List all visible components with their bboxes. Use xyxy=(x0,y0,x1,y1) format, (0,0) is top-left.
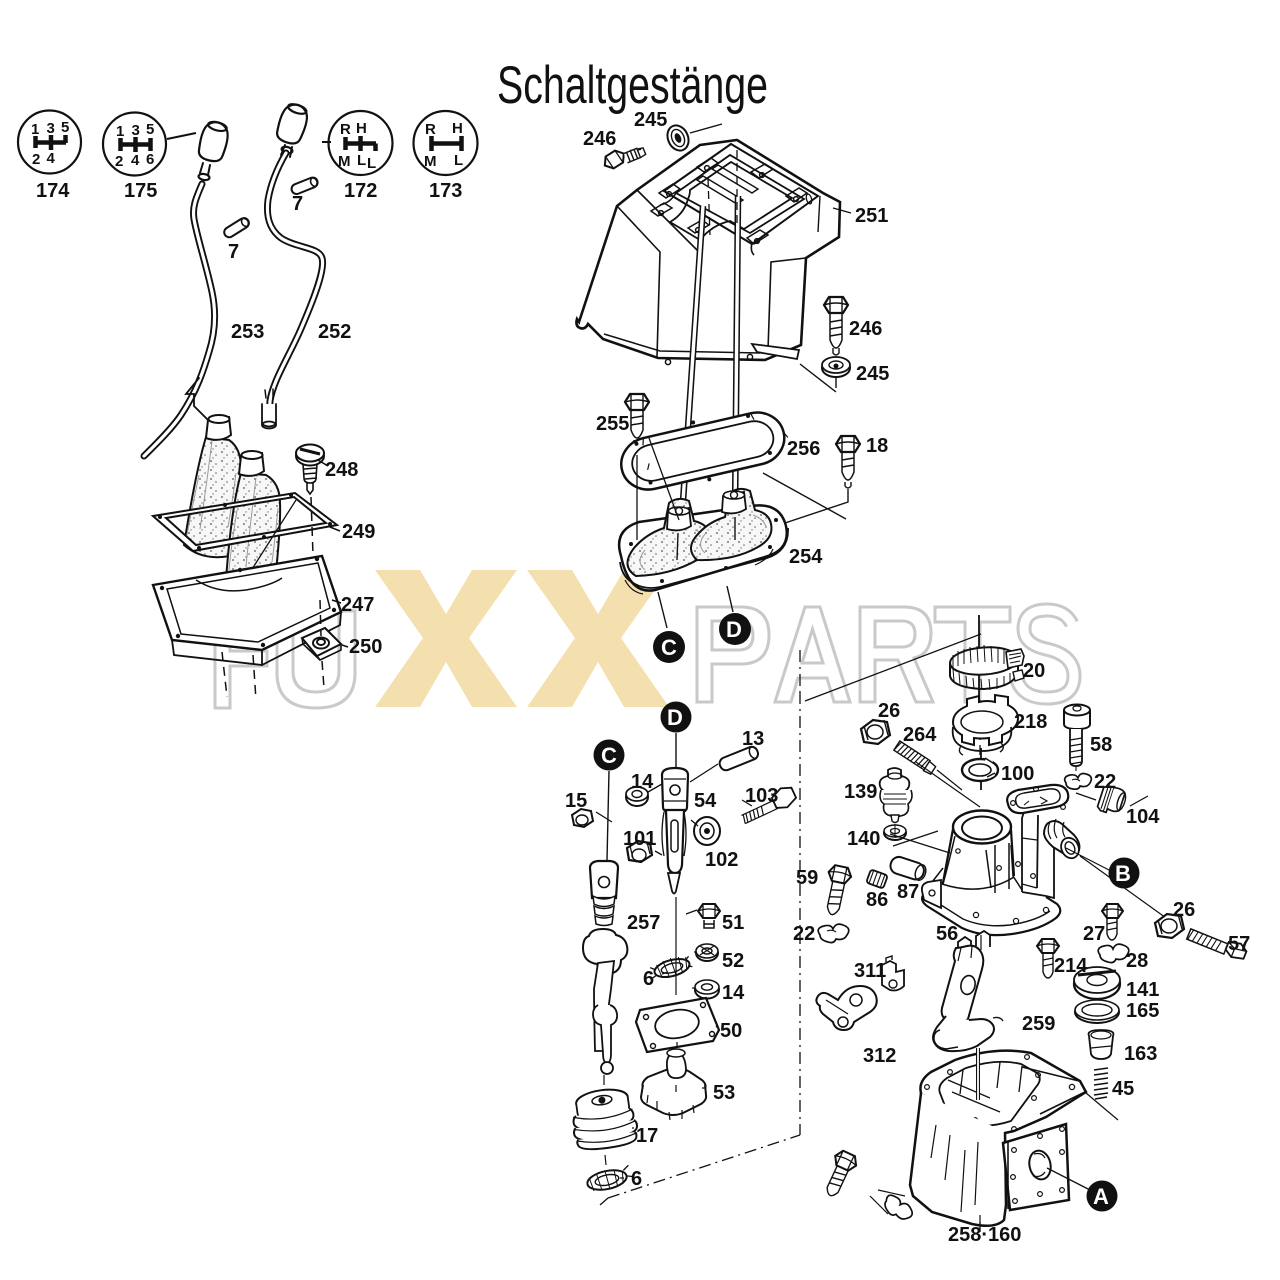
svg-text:163: 163 xyxy=(1124,1043,1157,1065)
svg-text:174: 174 xyxy=(36,180,70,202)
svg-text:4: 4 xyxy=(131,152,140,169)
svg-text:14: 14 xyxy=(631,771,654,793)
svg-text:248: 248 xyxy=(325,459,358,481)
svg-text:2: 2 xyxy=(32,151,40,168)
svg-text:1: 1 xyxy=(116,123,124,140)
svg-text:311: 311 xyxy=(854,960,886,982)
svg-text:246: 246 xyxy=(849,318,882,340)
svg-text:L: L xyxy=(454,152,463,169)
svg-text:27: 27 xyxy=(1083,923,1105,945)
svg-text:2: 2 xyxy=(115,153,123,170)
svg-text:D: D xyxy=(726,617,742,642)
svg-text:103: 103 xyxy=(745,785,778,807)
svg-text:258·160: 258·160 xyxy=(948,1224,1021,1246)
svg-text:50: 50 xyxy=(720,1020,742,1042)
svg-text:22: 22 xyxy=(1094,771,1116,793)
svg-text:18: 18 xyxy=(866,435,888,457)
svg-text:86: 86 xyxy=(866,889,888,911)
svg-text:6: 6 xyxy=(643,968,654,990)
svg-text:214: 214 xyxy=(1054,955,1088,977)
svg-text:L: L xyxy=(357,152,366,169)
svg-text:3: 3 xyxy=(132,122,140,139)
svg-text:249: 249 xyxy=(342,521,375,543)
svg-text:26: 26 xyxy=(878,700,900,722)
svg-text:100: 100 xyxy=(1001,763,1034,785)
svg-text:Schaltgestänge: Schaltgestänge xyxy=(497,56,768,115)
svg-text:1: 1 xyxy=(31,121,39,138)
svg-text:104: 104 xyxy=(1126,806,1160,828)
svg-text:140: 140 xyxy=(847,828,880,850)
svg-text:M: M xyxy=(338,153,351,170)
svg-text:6: 6 xyxy=(146,151,154,168)
svg-text:22: 22 xyxy=(793,923,815,945)
svg-text:20: 20 xyxy=(1023,660,1045,682)
svg-text:C: C xyxy=(601,743,617,768)
svg-text:M: M xyxy=(424,153,437,170)
svg-text:R: R xyxy=(340,121,351,138)
svg-text:54: 54 xyxy=(694,790,717,812)
svg-text:165: 165 xyxy=(1126,1000,1159,1022)
svg-text:246: 246 xyxy=(583,128,616,150)
svg-text:253: 253 xyxy=(231,321,264,343)
svg-text:259: 259 xyxy=(1022,1013,1055,1035)
svg-text:247: 247 xyxy=(341,594,374,616)
svg-text:52: 52 xyxy=(722,950,744,972)
svg-text:45: 45 xyxy=(1112,1078,1134,1100)
svg-text:245: 245 xyxy=(634,109,667,131)
svg-text:264: 264 xyxy=(903,724,937,746)
svg-text:53: 53 xyxy=(713,1082,735,1104)
svg-text:255: 255 xyxy=(596,413,629,435)
svg-text:245: 245 xyxy=(856,363,889,385)
svg-text:58: 58 xyxy=(1090,734,1112,756)
svg-text:250: 250 xyxy=(349,636,382,658)
svg-text:175: 175 xyxy=(124,180,157,202)
svg-text:141: 141 xyxy=(1126,979,1159,1001)
svg-text:139: 139 xyxy=(844,781,877,803)
svg-text:172: 172 xyxy=(344,180,377,202)
svg-text:5: 5 xyxy=(146,121,154,138)
svg-text:59: 59 xyxy=(796,867,818,889)
svg-text:7: 7 xyxy=(228,241,239,263)
svg-text:4: 4 xyxy=(47,150,56,167)
svg-text:L: L xyxy=(367,155,376,172)
svg-text:C: C xyxy=(661,635,677,660)
svg-text:102: 102 xyxy=(705,849,738,871)
svg-text:87: 87 xyxy=(897,881,919,903)
svg-text:28: 28 xyxy=(1126,950,1148,972)
svg-text:56: 56 xyxy=(936,923,958,945)
svg-text:H: H xyxy=(356,120,367,137)
svg-text:D: D xyxy=(667,705,683,730)
svg-text:B: B xyxy=(1115,861,1131,886)
svg-text:14: 14 xyxy=(722,982,745,1004)
svg-text:254: 254 xyxy=(789,546,823,568)
svg-text:57: 57 xyxy=(1228,933,1250,955)
svg-text:218: 218 xyxy=(1014,711,1047,733)
svg-text:13: 13 xyxy=(742,728,764,750)
svg-text:15: 15 xyxy=(565,790,587,812)
svg-text:251: 251 xyxy=(855,205,888,227)
svg-text:101: 101 xyxy=(623,828,656,850)
svg-text:312: 312 xyxy=(863,1045,896,1067)
svg-text:173: 173 xyxy=(429,180,462,202)
svg-text:26: 26 xyxy=(1173,899,1195,921)
svg-text:3: 3 xyxy=(47,120,55,137)
svg-text:H: H xyxy=(452,120,463,137)
svg-text:6: 6 xyxy=(631,1168,642,1190)
svg-text:257: 257 xyxy=(627,912,660,934)
svg-text:256: 256 xyxy=(787,438,820,460)
svg-text:R: R xyxy=(425,121,436,138)
svg-text:17: 17 xyxy=(636,1125,658,1147)
svg-text:A: A xyxy=(1093,1184,1109,1209)
svg-text:252: 252 xyxy=(318,321,351,343)
svg-text:51: 51 xyxy=(722,912,744,934)
svg-text:5: 5 xyxy=(61,119,69,136)
svg-text:7: 7 xyxy=(292,193,303,215)
